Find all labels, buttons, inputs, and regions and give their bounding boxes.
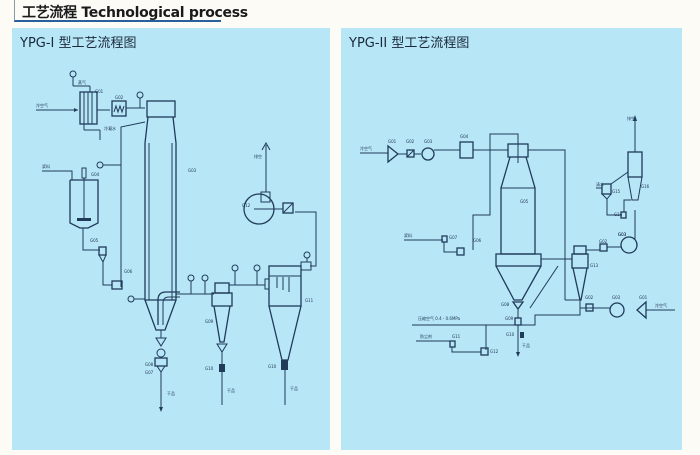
valve-g09: G09: [505, 316, 522, 326]
label-g02-bottom: G02: [585, 295, 594, 300]
label-cold-air: 冷空气: [360, 145, 372, 151]
label-g05: G05: [90, 238, 99, 243]
label-g02: G02: [406, 139, 415, 144]
label-product: 干品: [522, 343, 530, 348]
label-g10-b: G10: [268, 364, 277, 369]
pump-g06: G06: [456, 238, 482, 256]
label-g02b: G02: [599, 239, 608, 244]
label-g04: G04: [91, 172, 100, 177]
label-g01b: G01: [639, 295, 648, 300]
filter-g11: G11: [449, 334, 461, 348]
label-anti-dust: 防尘剂: [420, 333, 432, 339]
label-exhaust: 排空: [254, 153, 262, 159]
drying-chamber-g05: G05: [495, 143, 542, 301]
label-g02: G02: [115, 95, 124, 100]
label-g03: G03: [188, 168, 197, 173]
label-slurry: 浆料: [42, 163, 50, 169]
label-g03-bottom: G03: [612, 295, 621, 300]
label-g10: G10: [506, 332, 515, 337]
flow-diagram-ypg-1: 蒸气 G01 冷空气 冷凝水 G02: [36, 70, 317, 412]
label-cold-air2: 冷空气: [655, 302, 667, 308]
label-g13: G13: [590, 263, 599, 268]
heater-g04: G04: [459, 134, 474, 159]
pump-g12: G12: [480, 347, 499, 356]
bag-filter-g11: G11 G10: [264, 265, 314, 370]
label-condensate: 冷凝水: [104, 125, 116, 131]
label-g12: G12: [242, 203, 251, 208]
label-compressed-air: 压缩空气 0.4 - 0.6MPa: [418, 315, 461, 321]
label-g01: G01: [388, 139, 397, 144]
cyclone-g09: G09 G10: [205, 282, 233, 372]
drying-tower-g03: G03: [144, 100, 197, 331]
label-g11: G11: [452, 334, 461, 339]
label-cold-air: 冷空气: [36, 102, 48, 108]
label-g03: G03: [424, 139, 433, 144]
label-slurry: 浆料: [404, 232, 412, 238]
filter-g05: G05: [90, 238, 107, 264]
label-g14: G14: [614, 212, 623, 217]
label-g03b: G03: [618, 232, 627, 237]
filter-g02-bottom: G02: [585, 295, 594, 312]
label-product-3: 干品: [290, 386, 298, 391]
heat-exchanger-g01: G01: [79, 89, 104, 125]
panel-ypg-2: YPG-II 型工艺流程图 冷空气 G01 G02 G03 G04: [341, 28, 682, 450]
label-g08: G08: [145, 362, 154, 367]
label-g09: G09: [505, 316, 514, 321]
label-product-2: 干品: [227, 388, 235, 393]
label-g07: G07: [449, 235, 458, 240]
label-g09: G09: [205, 319, 214, 324]
filter-g02b: G02: [599, 239, 608, 252]
label-product-1: 干品: [167, 391, 175, 396]
panel-ypg-1: YPG-I 型工艺流程图 蒸气 G01 冷空气 冷凝水: [12, 28, 330, 450]
filter-g07: G07: [441, 235, 458, 243]
blower-g03-bottom: G03: [609, 295, 625, 318]
section-header: 工艺流程 Technological process: [14, 0, 248, 22]
steam-inlet: 蒸气: [69, 70, 91, 92]
label-g12: G12: [490, 349, 499, 354]
label-g03c: G03: [618, 232, 627, 237]
label-g10-a: G10: [205, 366, 214, 371]
blower-g03: G03: [421, 139, 435, 161]
product-outlet-g10: G10: [506, 332, 524, 338]
label-g05: G05: [520, 199, 529, 204]
pump-g06: G06: [111, 269, 133, 290]
cyclone-g13: G13: [571, 245, 599, 301]
label-g15: G15: [612, 189, 621, 194]
pump-g14: G14: [614, 211, 627, 219]
label-g08: G08: [501, 302, 510, 307]
filter-g02: G02: [406, 139, 415, 158]
valve-g07-g08: G08 G07: [145, 337, 168, 375]
label-g06: G06: [124, 269, 133, 274]
slurry-tank-g04: 浆料 G04: [42, 163, 100, 229]
label-g01: G01: [95, 89, 104, 94]
panel-title: YPG-I 型工艺流程图: [20, 36, 137, 51]
heater-g02: G02: [111, 95, 127, 117]
label-g16: G16: [641, 184, 650, 189]
panel-title: YPG-II 型工艺流程图: [349, 36, 470, 51]
label-g06: G06: [473, 238, 482, 243]
air-filter-g01: G01: [387, 139, 400, 164]
label-g07: G07: [145, 370, 154, 375]
label-g11: G11: [305, 298, 314, 303]
scrubber-g16: G16: [627, 151, 650, 201]
label-steam: 蒸气: [78, 79, 86, 85]
tank-g15: G15: [600, 183, 621, 200]
exhaust-fan-g12: G12: [242, 191, 294, 225]
air-filter-g01b: G01: [636, 295, 648, 320]
blower-g03b: G03: [618, 232, 638, 254]
section-title: 工艺流程 Technological process: [22, 5, 248, 21]
valve-g08: G08: [501, 301, 525, 311]
label-exhaust: 排空: [627, 115, 635, 121]
label-g04: G04: [460, 134, 469, 139]
flow-diagram-ypg-2: 冷空气 G01 G02 G03 G04 G05: [360, 115, 675, 357]
label-clear-water: 清水: [596, 181, 604, 187]
